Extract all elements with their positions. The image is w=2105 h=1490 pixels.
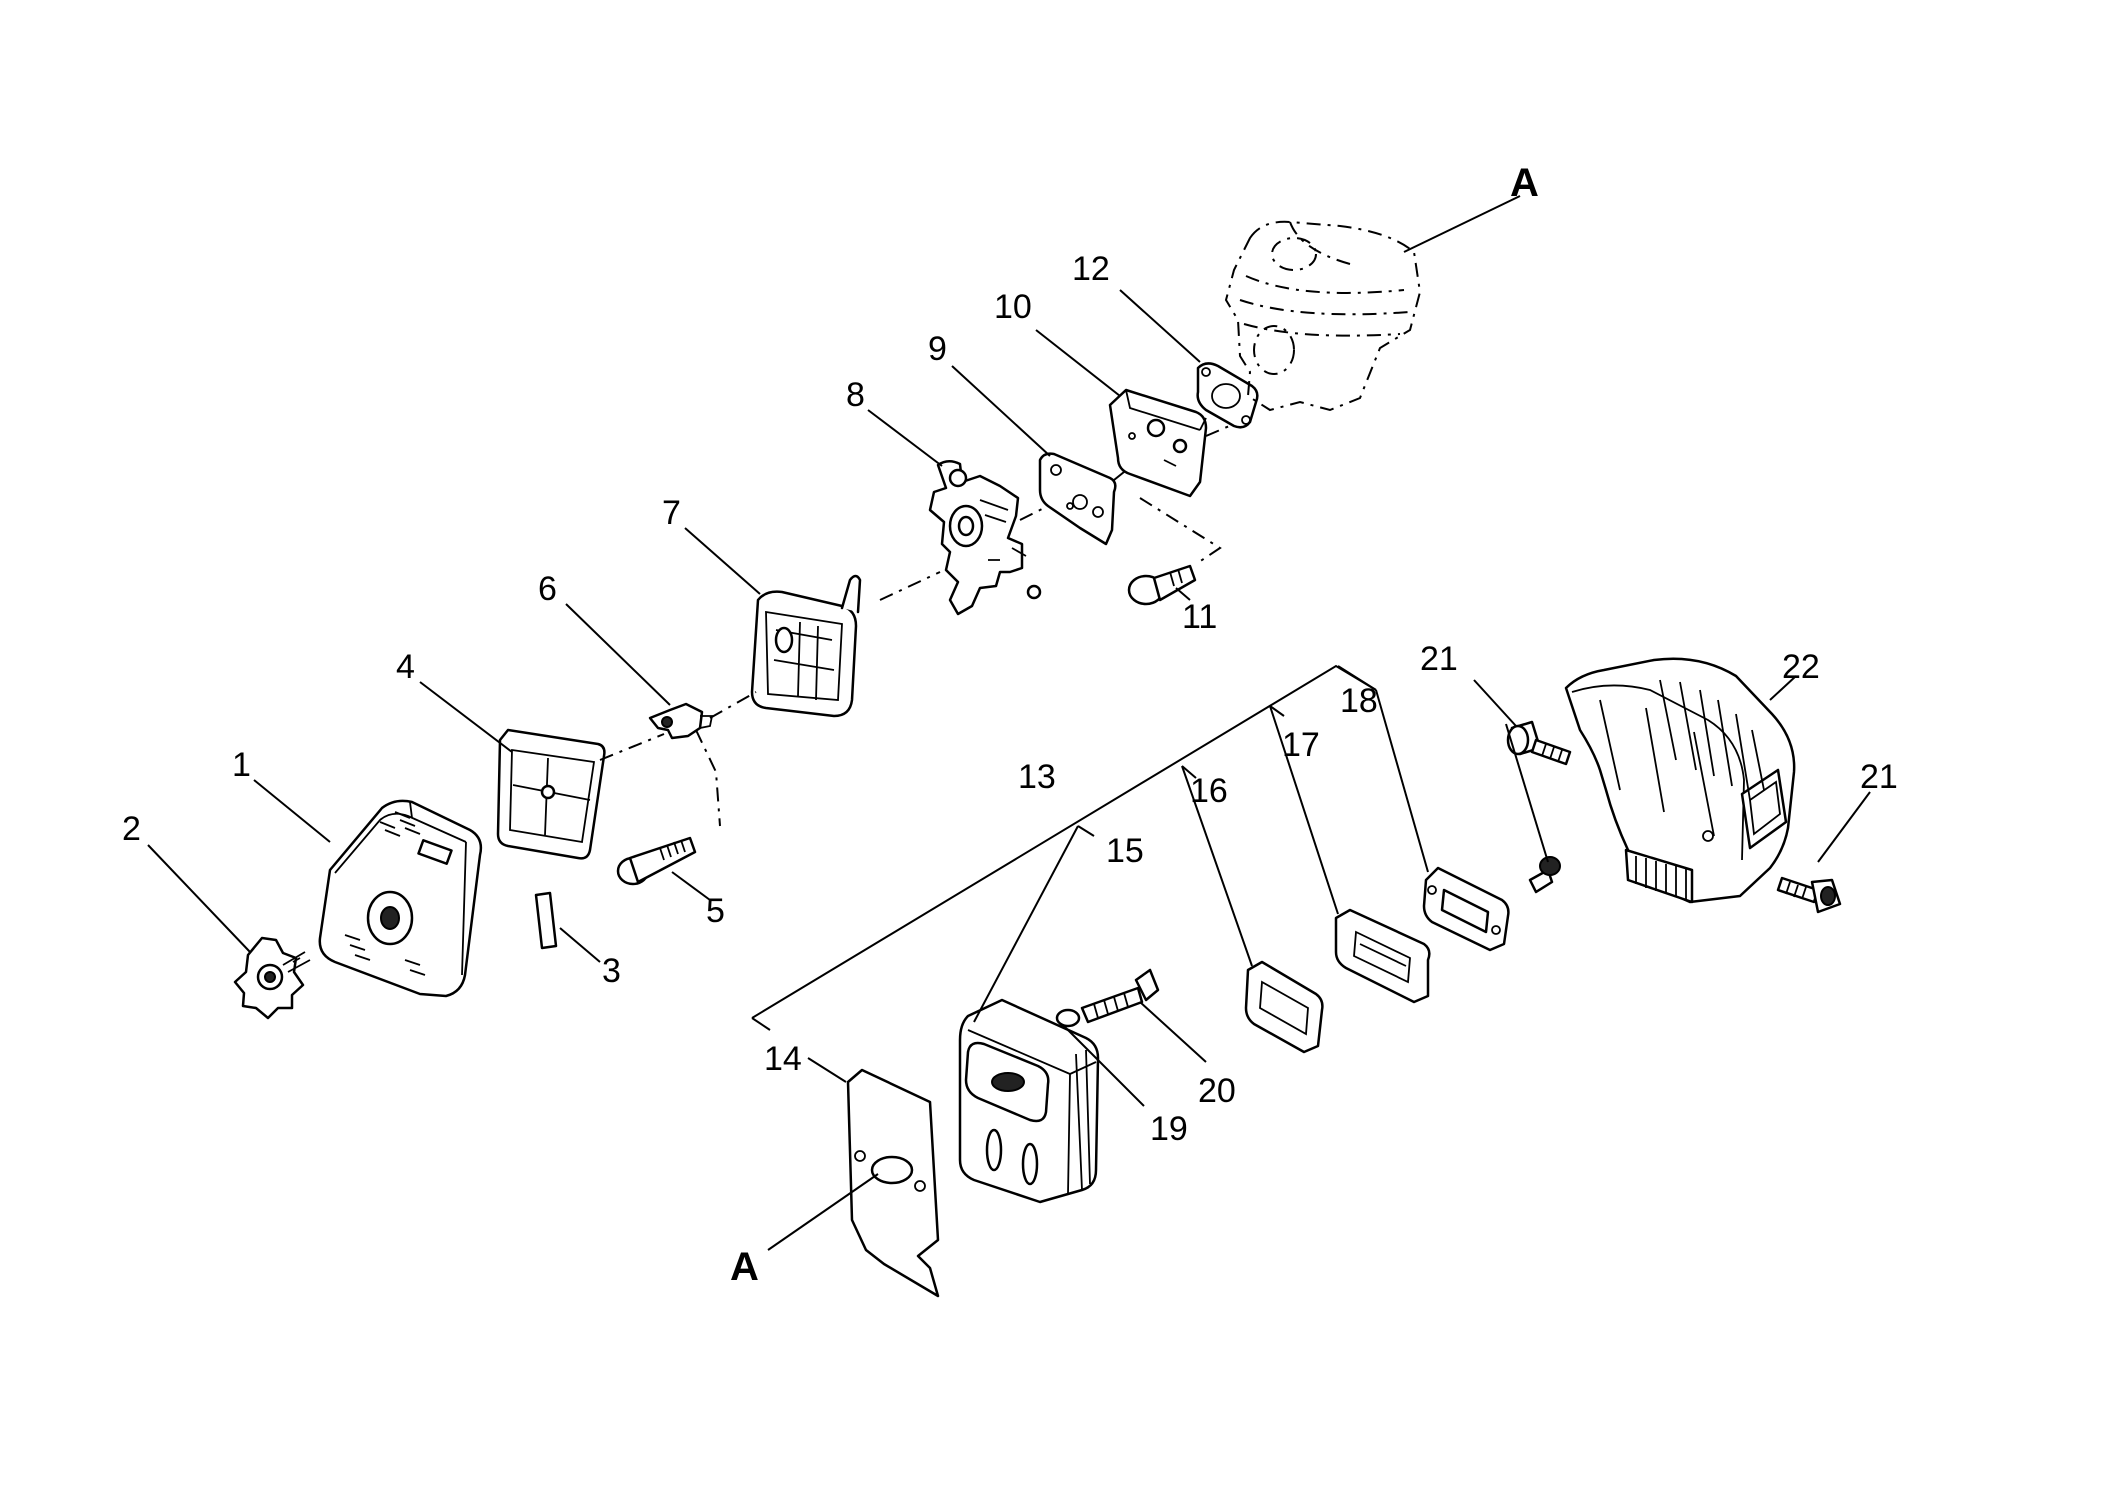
callout-11: 11 [1182,598,1217,636]
part-air-filter [496,728,606,860]
callout-14: 14 [764,1040,802,1078]
part-bracket [648,702,714,740]
part-gasket-16 [1334,908,1431,1004]
callout-21-upper: 21 [1420,640,1458,678]
part-bolt-5 [616,836,697,886]
part-bolt-20 [1080,968,1160,1024]
part-muffler-cover [1564,657,1796,904]
part-gasket-9 [1038,452,1117,546]
callout-6: 6 [538,570,557,608]
callout-labels: 1 2 3 4 5 6 7 8 9 10 11 12 13 14 15 16 1… [122,161,1898,1289]
part-knob [233,936,311,1020]
callout-3: 3 [602,952,621,990]
part-cylinder [1224,220,1422,412]
callout-9: 9 [928,330,947,368]
callout-13: 13 [1018,758,1056,796]
callout-15: 15 [1106,832,1144,870]
assembly-lines [599,423,1235,827]
callout-7: 7 [662,494,681,532]
callout-21-lower: 21 [1860,758,1898,796]
part-carburetor [928,460,1042,616]
callout-22: 22 [1782,648,1820,686]
part-heat-plate [846,1068,940,1298]
part-filter-case [750,574,862,718]
callout-5: 5 [706,892,725,930]
callout-20: 20 [1198,1072,1236,1110]
callout-2: 2 [122,810,141,848]
callout-12: 12 [1072,250,1110,288]
callout-16: 16 [1190,772,1228,810]
part-insulator [1108,388,1208,498]
callout-17: 17 [1282,726,1320,764]
part-gasket-17 [1422,866,1510,952]
callout-1: 1 [232,746,251,784]
part-gasket-12 [1196,362,1259,429]
part-bolt-21-lower [1776,876,1842,914]
part-label [534,891,558,950]
reference-marker-a-top: A [1510,161,1539,205]
callout-4: 4 [396,648,415,686]
callout-10: 10 [994,288,1032,326]
callout-18: 18 [1340,682,1378,720]
part-washer [1055,1008,1081,1028]
callout-8: 8 [846,376,865,414]
part-bolt-18 [1528,856,1561,894]
leader-lines [147,195,1871,1251]
reference-marker-a-bottom: A [730,1245,759,1289]
part-muffler [958,998,1100,1204]
part-bolt-11 [1127,564,1197,606]
part-air-cleaner-cover [318,799,483,998]
callout-19: 19 [1150,1110,1188,1148]
part-gasket-15 [1244,960,1324,1054]
